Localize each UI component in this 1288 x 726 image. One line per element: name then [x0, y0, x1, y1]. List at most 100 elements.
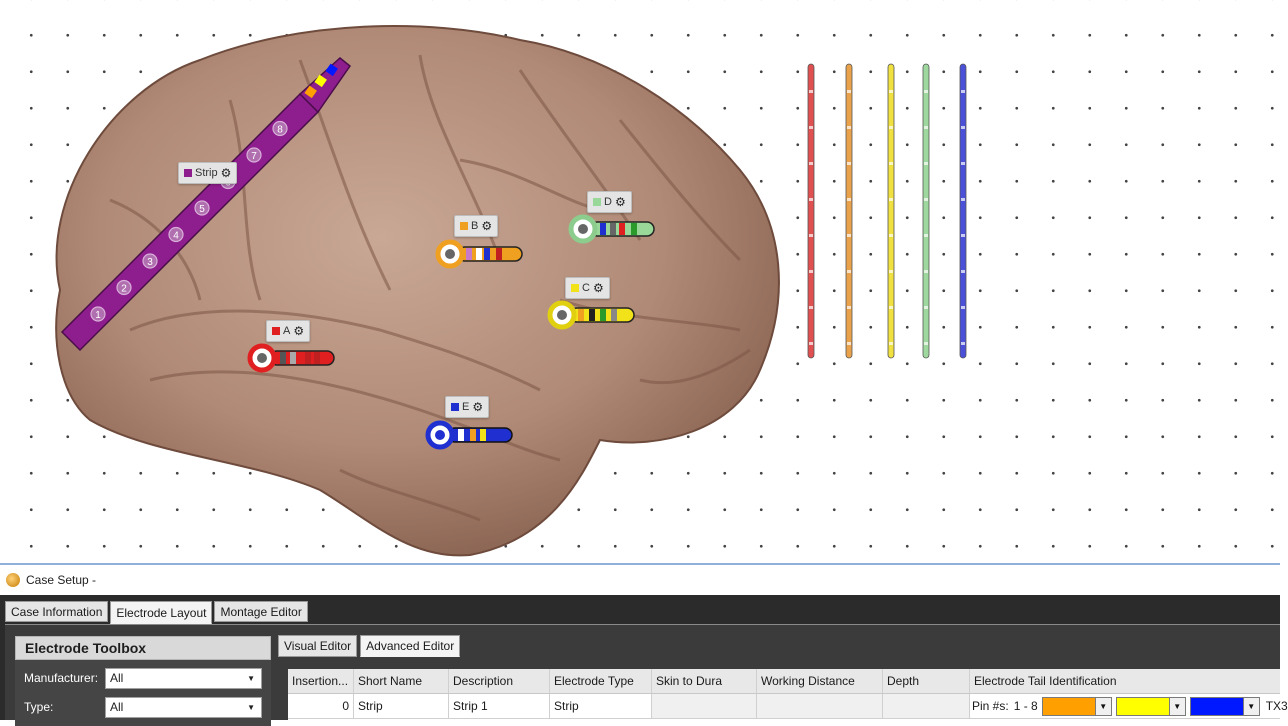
working-distance-cell[interactable]: [757, 694, 883, 719]
electrode-type-cell[interactable]: Strip: [550, 694, 652, 719]
column-header-depth[interactable]: Depth: [883, 669, 970, 693]
gear-icon[interactable]: ⚙: [481, 219, 493, 233]
column-header-insertion[interactable]: Insertion...: [288, 669, 354, 693]
manufacturer-value: All: [110, 671, 124, 685]
electrode-layout-canvas[interactable]: 12345678: [0, 0, 1280, 563]
legend-bar-contact: [961, 234, 965, 237]
legend-bar-contact: [961, 126, 965, 129]
electrode-c-label[interactable]: C ⚙: [565, 277, 610, 299]
pin-label: Pin #s:: [972, 699, 1009, 713]
manufacturer-label: Manufacturer:: [24, 671, 99, 685]
legend-bar-contact: [847, 162, 851, 165]
tab-visual-editor[interactable]: Visual Editor: [278, 635, 358, 657]
insertion-cell[interactable]: 0: [288, 694, 354, 719]
legend-bar-contact: [847, 342, 851, 345]
strip-contact-number: 2: [121, 284, 127, 295]
electrode-band: [600, 223, 606, 235]
electrode-band: [484, 248, 490, 260]
legend-bar-contact: [889, 90, 893, 93]
strip-tail-band: [325, 63, 338, 77]
gear-icon[interactable]: ⚙: [614, 195, 626, 209]
brain-shape: [55, 25, 780, 557]
strip-label[interactable]: Strip ⚙: [178, 162, 238, 184]
tab-case-information[interactable]: Case Information: [5, 601, 109, 622]
chevron-down-icon[interactable]: ▼: [1242, 697, 1259, 715]
depth-cell[interactable]: [883, 694, 970, 719]
legend-bar-contact: [847, 126, 851, 129]
tab-electrode-layout[interactable]: Electrode Layout: [110, 601, 213, 624]
tail-overflow-text: TX3: [1265, 699, 1288, 713]
tail-color-swatch: [1116, 697, 1169, 715]
electrode-b-swatch: [460, 222, 468, 230]
electrode-d-label[interactable]: D ⚙: [587, 191, 632, 213]
pin-range: 1 - 8: [1013, 699, 1038, 713]
legend-bar-contact: [847, 270, 851, 273]
tab-advanced-editor[interactable]: Advanced Editor: [360, 635, 461, 657]
depth-electrode-E[interactable]: [425, 420, 513, 450]
electrode-c-hub: [557, 310, 567, 320]
canvas-divider: [0, 563, 1280, 565]
strip-contact: [168, 226, 184, 243]
gear-icon[interactable]: ⚙: [220, 166, 232, 180]
depth-electrode-C[interactable]: [547, 300, 635, 330]
legend-bar-contact: [809, 198, 813, 201]
gear-icon[interactable]: ⚙: [293, 324, 305, 338]
type-value: All: [110, 700, 124, 714]
depth-electrode-B[interactable]: [435, 239, 523, 269]
column-header-short-name[interactable]: Short Name: [354, 669, 449, 693]
tail-color-dropdown-2[interactable]: ▼: [1115, 696, 1186, 716]
column-header-working-distance[interactable]: Working Distance: [757, 669, 883, 693]
legend-bar-contact: [961, 90, 965, 93]
electrode-band: [631, 223, 637, 235]
type-select[interactable]: All ▼: [105, 696, 262, 718]
column-header-skin-to-dura[interactable]: Skin to Dura: [652, 669, 757, 693]
manufacturer-row: Manufacturer: All ▼: [15, 667, 271, 689]
electrode-band: [578, 309, 584, 321]
strip-color-swatch: [184, 169, 192, 177]
short-name-cell[interactable]: Strip: [354, 694, 449, 719]
electrode-a-label[interactable]: A ⚙: [266, 320, 311, 342]
main-tabs: Case Information Electrode Layout Montag…: [5, 601, 308, 624]
case-setup-icon: [6, 573, 20, 587]
grid-header-row: Insertion... Short Name Description Elec…: [288, 669, 1280, 694]
electrode-band: [466, 248, 472, 260]
legend-bar-contact: [889, 162, 893, 165]
electrode-band: [480, 429, 486, 441]
manufacturer-select[interactable]: All ▼: [105, 667, 262, 689]
editor-tabs: Visual Editor Advanced Editor: [278, 635, 461, 657]
chevron-down-icon[interactable]: ▼: [1094, 697, 1111, 715]
column-header-tail-identification[interactable]: Electrode Tail Identification: [974, 674, 1117, 688]
gear-icon[interactable]: ⚙: [472, 400, 484, 414]
electrode-e-label[interactable]: E ⚙: [445, 396, 490, 418]
legend-bar-contact: [924, 306, 928, 309]
electrode-band: [610, 223, 616, 235]
tab-montage-editor[interactable]: Montage Editor: [214, 601, 308, 622]
electrode-b-label[interactable]: B ⚙: [454, 215, 499, 237]
legend-bar-contact: [809, 270, 813, 273]
case-setup-panel: Case Information Electrode Layout Montag…: [0, 595, 1288, 726]
legend-bar-contact: [924, 270, 928, 273]
strip-contact: [142, 253, 158, 269]
tail-color-dropdown-1[interactable]: ▼: [1041, 696, 1112, 716]
column-header-electrode-type[interactable]: Electrode Type: [550, 669, 652, 693]
brain-illustration: 12345678: [55, 25, 967, 557]
chevron-down-icon: ▼: [247, 673, 255, 683]
tail-color-dropdown-3[interactable]: ▼: [1189, 696, 1260, 716]
depth-electrode-A[interactable]: [247, 343, 335, 373]
strip-contact-number: 8: [277, 125, 283, 136]
strip-contact: [116, 279, 132, 296]
legend-bar-contact: [924, 198, 928, 201]
legend-bar-contact: [961, 342, 965, 345]
skin-to-dura-cell[interactable]: [652, 694, 757, 719]
depth-electrode-D[interactable]: [568, 214, 655, 244]
gear-icon[interactable]: ⚙: [592, 281, 604, 295]
electrode-a-swatch: [272, 327, 280, 335]
legend-bar: [922, 63, 930, 359]
legend-bar-contact: [889, 270, 893, 273]
chevron-down-icon[interactable]: ▼: [1168, 697, 1185, 715]
electrode-c-label-text: C: [582, 282, 590, 294]
column-header-description[interactable]: Description: [449, 669, 550, 693]
type-row: Type: All ▼: [15, 696, 271, 718]
description-cell[interactable]: Strip 1: [449, 694, 550, 719]
table-row[interactable]: 0 Strip Strip 1 Strip Pin #s: 1 - 8 ▼: [288, 694, 1288, 719]
